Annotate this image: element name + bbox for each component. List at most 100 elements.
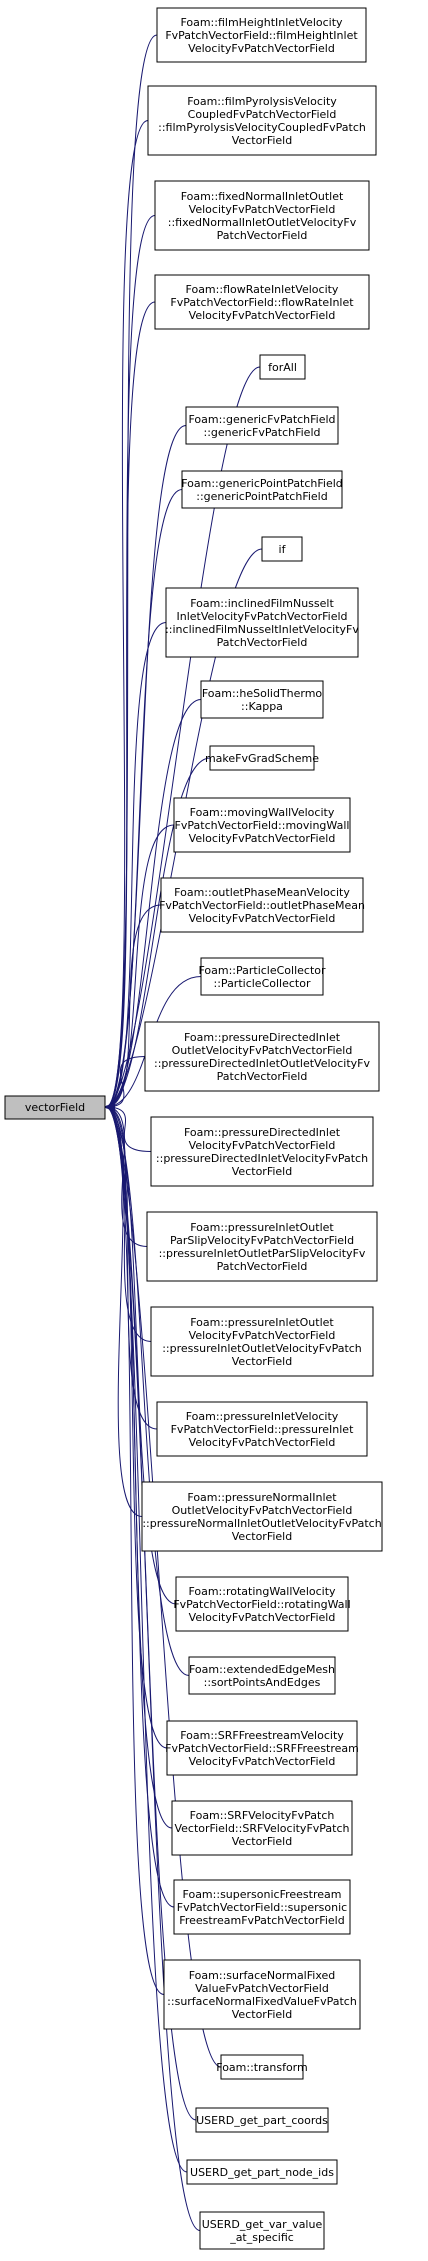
edge-foam-pressuredirectedinletoutletvelocityfvpatchvectorfield-pressuredirectedinletoutletvelocityfvpatchvectorfield xyxy=(106,1056,146,1108)
caller-node-foam-hesolidthermo-kappa[interactable]: Foam::heSolidThermo::Kappa xyxy=(200,680,324,719)
caller-node-label-line: VelocityFvPatchVectorField xyxy=(189,1436,336,1449)
caller-node-box xyxy=(186,2159,338,2185)
caller-node-label-line: ::pressureDirectedInletOutletVelocityFv xyxy=(154,1057,371,1070)
caller-node-label-line: InletVelocityFvPatchVectorField xyxy=(177,610,348,623)
caller-node-label-line: FvPatchVectorField::SRFFreestream xyxy=(165,1742,359,1755)
caller-node-label-line: Foam::genericFvPatchField xyxy=(188,413,335,426)
caller-node-userd-get-var-value-at-specific[interactable]: USERD_get_var_value_at_specific xyxy=(199,2211,325,2250)
caller-node-makefvgradscheme[interactable]: makeFvGradScheme xyxy=(205,745,319,771)
caller-node-box xyxy=(146,1211,378,1282)
caller-node-label-line: ::pressureInletOutletVelocityFvPatch xyxy=(162,1342,362,1355)
caller-node-label-line: VectorField::SRFVelocityFvPatch xyxy=(174,1822,349,1835)
caller-node-label-line: Foam::pressureInletOutlet xyxy=(190,1221,334,1234)
caller-node-box xyxy=(181,470,343,509)
caller-node-foam-genericfvpatchfield-genericfvpatchfield[interactable]: Foam::genericFvPatchField::genericFvPatc… xyxy=(185,406,339,445)
caller-node-label-line: Foam::SRFVelocityFvPatch xyxy=(190,1809,335,1822)
caller-node-foam-genericpointpatchfield-genericpointpatchfield[interactable]: Foam::genericPointPatchField::genericPoi… xyxy=(181,470,343,509)
caller-node-box xyxy=(154,274,370,330)
caller-node-label-line: Foam::ParticleCollector xyxy=(198,964,326,977)
caller-node-foam-srffreestreamvelocityfvpatchvectorfield-srffreestreamvelocityfvpatchvectorfield[interactable]: Foam::SRFFreestreamVelocityFvPatchVector… xyxy=(165,1720,359,1776)
root-node-box xyxy=(4,1095,106,1120)
caller-node-label-line: ::genericPointPatchField xyxy=(196,490,327,503)
caller-node-foam-particlecollector-particlecollector[interactable]: Foam::ParticleCollector::ParticleCollect… xyxy=(198,957,326,996)
caller-node-box xyxy=(154,180,370,251)
caller-node-label-line: VectorField xyxy=(232,1530,292,1543)
caller-node-box xyxy=(141,1481,383,1552)
edge-foam-filmpyrolysisvelocitycoupledfvpatchvectorfield-filmpyrolysisvelocitycoupledfvpatchvectorfield xyxy=(106,120,149,1108)
caller-node-label-line: ::filmPyrolysisVelocityCoupledFvPatch xyxy=(158,121,366,134)
caller-node-userd-get-part-coords[interactable]: USERD_get_part_coords xyxy=(195,2107,329,2133)
caller-node-label-line: VelocityFvPatchVectorField xyxy=(189,1611,336,1624)
caller-node-box xyxy=(220,2054,304,2080)
edge-foam-outletphasemeanvelocityfvpatchvectorfield-outletphasemeanvelocityfvpatchvectorfield xyxy=(106,904,162,1107)
caller-node-box xyxy=(200,680,324,719)
caller-node-foam-pressureinletoutletvelocityfvpatchvectorfield-pressureinletoutletvelocityfvpatchvectorfield[interactable]: Foam::pressureInletOutletVelocityFvPatch… xyxy=(150,1306,374,1377)
caller-node-foam-inclinedfilmnusseltinletvelocityfvpatchvectorfield-inclinedfilmnusseltinletvelocityfvpatchvectorfield[interactable]: Foam::inclinedFilmNusseltInletVelocityFv… xyxy=(165,587,359,658)
root-node-label: vectorField xyxy=(25,1101,85,1114)
caller-node-label-line: Foam::pressureInletOutlet xyxy=(190,1316,334,1329)
caller-node-label-line: VelocityFvPatchVectorField xyxy=(189,1755,336,1768)
caller-node-foam-fixednormalinletoutletvelocityfvpatchvectorfield-fixednormalinletoutletvelocityfvpatchvectorfield[interactable]: Foam::fixedNormalInletOutletVelocityFvPa… xyxy=(154,180,370,251)
caller-node-label-line: ::pressureDirectedInletVelocityFvPatch xyxy=(156,1152,368,1165)
edge-foam-genericpointpatchfield-genericpointpatchfield xyxy=(106,489,183,1108)
caller-node-box xyxy=(200,957,324,996)
caller-node-box xyxy=(195,2107,329,2133)
caller-node-label-line: _at_specific xyxy=(229,2231,294,2244)
caller-node-label-line: USERD_get_var_value xyxy=(202,2218,323,2231)
caller-node-foam-movingwallvelocityfvpatchvectorfield-movingwallvelocityfvpatchvectorfield[interactable]: Foam::movingWallVelocityFvPatchVectorFie… xyxy=(173,797,351,853)
edge-foam-flowrateinletvelocityfvpatchvectorfield-flowrateinletvelocityfvpatchvectorfield xyxy=(106,301,156,1107)
caller-node-label-line: Foam::filmHeightInletVelocity xyxy=(180,16,343,29)
caller-node-label-line: VelocityFvPatchVectorField xyxy=(189,1139,336,1152)
caller-node-foam-pressuredirectedinletvelocityfvpatchvectorfield-pressuredirectedinletvelocityfvpatchvectorfield[interactable]: Foam::pressureDirectedInletVelocityFvPat… xyxy=(150,1116,374,1187)
caller-node-box xyxy=(160,877,364,933)
caller-node-foam-flowrateinletvelocityfvpatchvectorfield-flowrateinletvelocityfvpatchvectorfield[interactable]: Foam::flowRateInletVelocityFvPatchVector… xyxy=(154,274,370,330)
caller-node-box xyxy=(199,2211,325,2250)
caller-node-label-line: Foam::pressureInletVelocity xyxy=(186,1410,339,1423)
caller-node-label-line: PatchVectorField xyxy=(217,636,308,649)
caller-node-foam-srfvelocityfvpatchvectorfield-srfvelocityfvpatchvectorfield[interactable]: Foam::SRFVelocityFvPatchVectorField::SRF… xyxy=(171,1800,353,1856)
caller-node-box xyxy=(259,354,306,380)
caller-node-foam-supersonicfreestreamfvpatchvectorfield-supersonicfreestreamfvpatchvectorfield[interactable]: Foam::supersonicFreestreamFvPatchVectorF… xyxy=(173,1879,351,1935)
caller-node-label-line: Foam::pressureNormalInlet xyxy=(187,1491,337,1504)
caller-node-foam-surfacenormalfixedvaluefvpatchvectorfield-surfacenormalfixedvaluefvpatchvectorfield[interactable]: Foam::surfaceNormalFixedValueFvPatchVect… xyxy=(163,1959,361,2030)
caller-node-foam-pressureinletoutletparslipvelocityfvpatchvectorfield-pressureinletoutletparslipvelocityfvpatchvectorfield[interactable]: Foam::pressureInletOutletParSlipVelocity… xyxy=(146,1211,378,1282)
caller-node-forall[interactable]: forAll xyxy=(259,354,306,380)
caller-node-box xyxy=(150,1306,374,1377)
caller-node-box xyxy=(171,1800,353,1856)
caller-node-box xyxy=(156,7,367,63)
caller-node-label-line: OutletVelocityFvPatchVectorField xyxy=(172,1044,353,1057)
caller-node-label-line: OutletVelocityFvPatchVectorField xyxy=(172,1504,353,1517)
edge-foam-inclinedfilmnusseltinletvelocityfvpatchvectorfield-inclinedfilmnusseltinletvelocityfvpatchvectorfield xyxy=(106,622,167,1108)
caller-node-label-line: VectorField xyxy=(232,1165,292,1178)
caller-node-foam-pressurenormalinletoutletvelocityfvpatchvectorfield-pressurenormalinletoutletvelocityfvpatchvectorfield[interactable]: Foam::pressureNormalInletOutletVelocityF… xyxy=(141,1481,383,1552)
caller-node-label-line: ::sortPointsAndEdges xyxy=(204,1676,321,1689)
caller-node-label-line: Foam::pressureDirectedInlet xyxy=(184,1126,341,1139)
caller-node-foam-filmpyrolysisvelocitycoupledfvpatchvectorfield-filmpyrolysisvelocitycoupledfvpatchvectorfield[interactable]: Foam::filmPyrolysisVelocityCoupledFvPatc… xyxy=(147,85,377,156)
caller-node-foam-pressuredirectedinletoutletvelocityfvpatchvectorfield-pressuredirectedinletoutletvelocityfvpatchvectorfield[interactable]: Foam::pressureDirectedInletOutletVelocit… xyxy=(144,1021,380,1092)
caller-node-if[interactable]: if xyxy=(261,536,303,562)
caller-node-label-line: PatchVectorField xyxy=(217,1070,308,1083)
caller-node-label-line: CoupledFvPatchVectorField xyxy=(188,108,337,121)
caller-node-foam-transform[interactable]: Foam::transform xyxy=(216,2054,308,2080)
root-node-vectorField[interactable]: vectorField xyxy=(4,1095,106,1120)
caller-node-label-line: ParSlipVelocityFvPatchVectorField xyxy=(170,1234,354,1247)
caller-node-label-line: makeFvGradScheme xyxy=(205,752,319,765)
caller-node-label-line: FreestreamFvPatchVectorField xyxy=(179,1914,344,1927)
caller-node-foam-outletphasemeanvelocityfvpatchvectorfield-outletphasemeanvelocityfvpatchvectorfield[interactable]: Foam::outletPhaseMeanVelocityFvPatchVect… xyxy=(159,877,365,933)
edge-foam-filmheightinletvelocityfvpatchvectorfield-filmheightinletvelocityfvpatchvectorfield xyxy=(106,34,158,1107)
caller-node-foam-extendededgemesh-sortpointsandedges[interactable]: Foam::extendedEdgeMesh::sortPointsAndEdg… xyxy=(188,1656,336,1695)
caller-node-label-line: PatchVectorField xyxy=(217,1260,308,1273)
caller-node-foam-pressureinletvelocityfvpatchvectorfield-pressureinletvelocityfvpatchvectorfield[interactable]: Foam::pressureInletVelocityFvPatchVector… xyxy=(156,1401,368,1457)
caller-node-label-line: if xyxy=(279,543,287,556)
caller-node-box xyxy=(147,85,377,156)
caller-node-foam-filmheightinletvelocityfvpatchvectorfield-filmheightinletvelocityfvpatchvectorfield[interactable]: Foam::filmHeightInletVelocityFvPatchVect… xyxy=(156,7,367,63)
caller-node-label-line: Foam::movingWallVelocity xyxy=(190,806,335,819)
caller-node-label-line: ValueFvPatchVectorField xyxy=(195,1982,329,1995)
caller-node-userd-get-part-node-ids[interactable]: USERD_get_part_node_ids xyxy=(186,2159,338,2185)
caller-node-label-line: FvPatchVectorField::filmHeightInlet xyxy=(165,29,358,42)
caller-node-box xyxy=(209,745,315,771)
caller-node-label-line: Foam::rotatingWallVelocity xyxy=(188,1585,336,1598)
caller-node-label-line: Foam::inclinedFilmNusselt xyxy=(190,597,334,610)
caller-node-foam-rotatingwallvelocityfvpatchvectorfield-rotatingwallvelocityfvpatchvectorfield[interactable]: Foam::rotatingWallVelocityFvPatchVectorF… xyxy=(173,1576,351,1632)
caller-node-label-line: Foam::outletPhaseMeanVelocity xyxy=(174,886,350,899)
